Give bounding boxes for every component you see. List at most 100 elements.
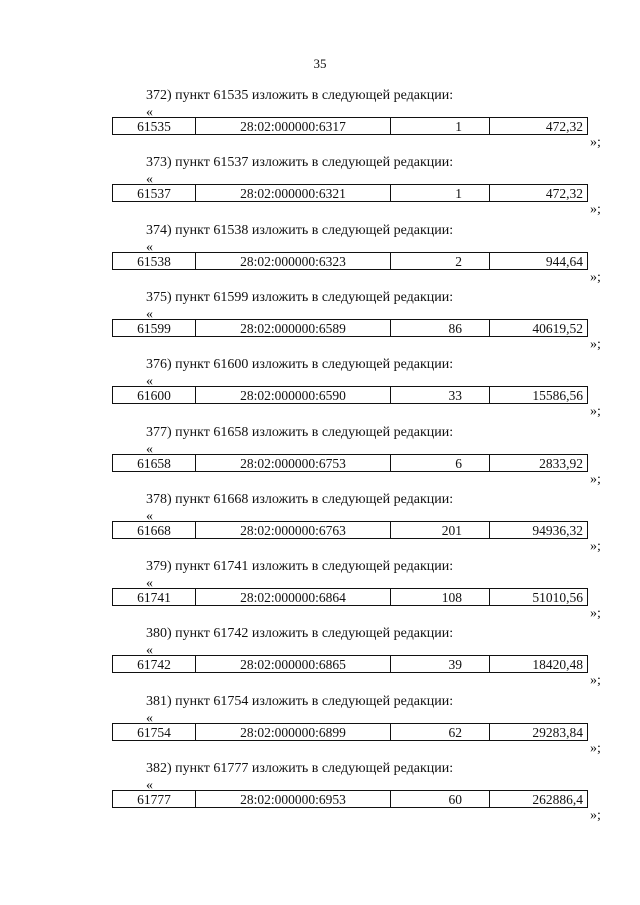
close-quote: »; — [590, 270, 601, 285]
cadastral-number-cell: 28:02:000000:6953 — [196, 791, 391, 807]
cadastral-number-cell: 28:02:000000:6323 — [196, 253, 391, 269]
close-quote: »; — [590, 202, 601, 217]
cadastral-number-cell: 28:02:000000:6317 — [196, 118, 391, 134]
quantity-cell: 1 — [391, 185, 490, 201]
item-number-cell: 61741 — [113, 589, 196, 605]
amendment-heading: 380) пункт 61742 изложить в следующей ре… — [146, 626, 454, 641]
quantity-cell: 201 — [391, 522, 490, 538]
quantity-cell: 1 — [391, 118, 490, 134]
amendment-entry: 378) пункт 61668 изложить в следующей ре… — [112, 492, 612, 560]
item-number-cell: 61600 — [113, 387, 196, 403]
amendment-heading: 377) пункт 61658 изложить в следующей ре… — [146, 425, 454, 440]
amendment-heading: 381) пункт 61754 изложить в следующей ре… — [146, 694, 454, 709]
amount-cell: 472,32 — [545, 119, 583, 134]
close-quote: »; — [590, 673, 601, 688]
amendment-entry: 372) пункт 61535 изложить в следующей ре… — [112, 88, 612, 156]
close-quote: »; — [590, 404, 601, 419]
open-quote: « — [146, 240, 153, 255]
close-quote: »; — [590, 808, 601, 823]
quantity-cell: 39 — [391, 656, 490, 672]
cadastral-number-cell: 28:02:000000:6899 — [196, 724, 391, 740]
quantity-cell: 60 — [391, 791, 490, 807]
cadastral-number-cell: 28:02:000000:6763 — [196, 522, 391, 538]
amendment-entry: 373) пункт 61537 изложить в следующей ре… — [112, 155, 612, 223]
open-quote: « — [146, 307, 153, 322]
quantity-cell: 62 — [391, 724, 490, 740]
amendment-heading: 376) пункт 61600 изложить в следующей ре… — [146, 357, 454, 372]
open-quote: « — [146, 778, 153, 793]
amendment-entry: 382) пункт 61777 изложить в следующей ре… — [112, 761, 612, 829]
open-quote: « — [146, 172, 153, 187]
amendment-entry: 380) пункт 61742 изложить в следующей ре… — [112, 626, 612, 694]
amount-cell: 944,64 — [545, 254, 583, 269]
amount-cell: 472,32 — [545, 186, 583, 201]
close-quote: »; — [590, 606, 601, 621]
cadastral-number-cell: 28:02:000000:6864 — [196, 589, 391, 605]
cadastral-number-cell: 28:02:000000:6590 — [196, 387, 391, 403]
item-number-cell: 61535 — [113, 118, 196, 134]
quantity-cell: 2 — [391, 253, 490, 269]
item-number-cell: 61742 — [113, 656, 196, 672]
quantity-cell: 33 — [391, 387, 490, 403]
item-number-cell: 61599 — [113, 320, 196, 336]
quantity-cell: 108 — [391, 589, 490, 605]
amendment-heading: 379) пункт 61741 изложить в следующей ре… — [146, 559, 454, 574]
open-quote: « — [146, 374, 153, 389]
open-quote: « — [146, 576, 153, 591]
amendment-heading: 374) пункт 61538 изложить в следующей ре… — [146, 223, 454, 238]
amount-cell: 40619,52 — [532, 321, 583, 336]
cadastral-number-cell: 28:02:000000:6321 — [196, 185, 391, 201]
close-quote: »; — [590, 472, 601, 487]
close-quote: »; — [590, 539, 601, 554]
amount-cell: 29283,84 — [532, 725, 583, 740]
item-number-cell: 61538 — [113, 253, 196, 269]
item-number-cell: 61777 — [113, 791, 196, 807]
amendment-heading: 382) пункт 61777 изложить в следующей ре… — [146, 761, 454, 776]
cadastral-number-cell: 28:02:000000:6753 — [196, 455, 391, 471]
amount-cell: 262886,4 — [532, 792, 583, 807]
close-quote: »; — [590, 337, 601, 352]
amendment-entry: 374) пункт 61538 изложить в следующей ре… — [112, 223, 612, 291]
amendment-entry: 376) пункт 61600 изложить в следующей ре… — [112, 357, 612, 425]
amendment-entry: 375) пункт 61599 изложить в следующей ре… — [112, 290, 612, 358]
amendment-entry: 377) пункт 61658 изложить в следующей ре… — [112, 425, 612, 493]
amendment-heading: 372) пункт 61535 изложить в следующей ре… — [146, 88, 454, 103]
amendment-heading: 378) пункт 61668 изложить в следующей ре… — [146, 492, 454, 507]
amount-cell: 2833,92 — [539, 456, 583, 471]
quantity-cell: 86 — [391, 320, 490, 336]
quantity-cell: 6 — [391, 455, 490, 471]
amendment-entry: 381) пункт 61754 изложить в следующей ре… — [112, 694, 612, 762]
amount-cell: 15586,56 — [532, 388, 583, 403]
amount-cell: 51010,56 — [532, 590, 583, 605]
open-quote: « — [146, 711, 153, 726]
item-number-cell: 61754 — [113, 724, 196, 740]
open-quote: « — [146, 105, 153, 120]
amount-cell: 94936,32 — [532, 523, 583, 538]
cadastral-number-cell: 28:02:000000:6589 — [196, 320, 391, 336]
cadastral-number-cell: 28:02:000000:6865 — [196, 656, 391, 672]
close-quote: »; — [590, 741, 601, 756]
close-quote: »; — [590, 135, 601, 150]
amendment-entry: 379) пункт 61741 изложить в следующей ре… — [112, 559, 612, 627]
open-quote: « — [146, 442, 153, 457]
open-quote: « — [146, 643, 153, 658]
page-number: 35 — [313, 56, 327, 71]
amendment-heading: 375) пункт 61599 изложить в следующей ре… — [146, 290, 454, 305]
open-quote: « — [146, 509, 153, 524]
item-number-cell: 61658 — [113, 455, 196, 471]
item-number-cell: 61537 — [113, 185, 196, 201]
item-number-cell: 61668 — [113, 522, 196, 538]
amendment-heading: 373) пункт 61537 изложить в следующей ре… — [146, 155, 454, 170]
amount-cell: 18420,48 — [532, 657, 583, 672]
